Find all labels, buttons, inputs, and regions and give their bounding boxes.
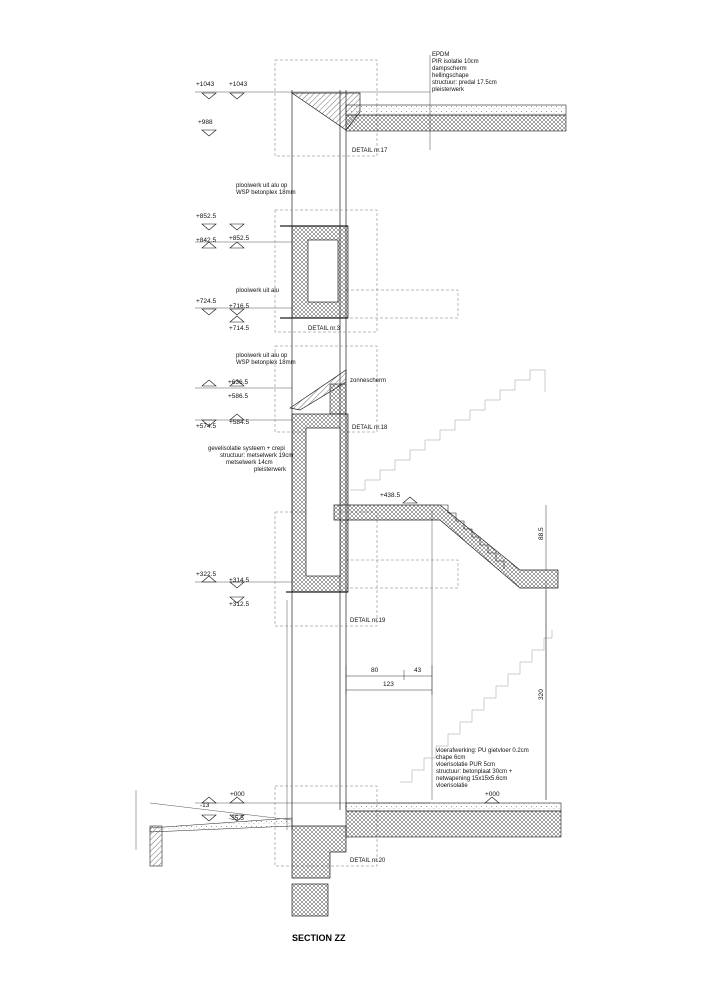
window-block-1 [280,225,349,319]
note-floor: vloerafwerking: PU gietvloer 0.2cm chape… [436,748,529,789]
note-facade: gevelisolatie systeem + crepi structuur:… [208,446,293,473]
roof-spec-3: dampscherm [432,66,467,72]
dim-80: 80 [371,667,379,674]
level-right-8525: +852.5 [229,235,249,242]
roof-spec-2: PIR isolatie 10cm [432,59,479,65]
roof-spec-6: pleisterwerk [432,87,465,93]
level-right-5845: +584.5 [229,419,249,426]
level-left-988: +988 [198,119,213,126]
note-plate-top-2: WSP betonplex 18mm [236,190,296,196]
level-markers [201,92,500,822]
note-facade-1: gevelisolatie systeem + crepi [208,446,285,452]
level-right-3125: +312.5 [229,601,249,608]
window-block-2 [286,369,349,593]
level-left-8425: +842.5 [196,237,216,244]
level-floor-000: +000 [485,791,500,798]
roof-spec-5: structuur: predal 17.5cm [432,80,497,86]
roof-spec-1: EPDM [432,52,449,58]
note-floor-2: chape 6cm [436,755,465,761]
note-plate-top-1: plooiwerk uit alu op [236,183,288,189]
level-left-8525: +852.5 [196,213,216,220]
roof-spec-4: hellingschape [432,73,469,79]
detail-label-19: DETAIL nr.19 [350,618,386,624]
page-title: SECTION ZZ [292,933,346,943]
detail-label-18: DETAIL nr.18 [352,425,388,431]
stairs-upper [333,369,559,589]
note-sunscreen: zonnescherm [350,378,386,384]
dim-123: 123 [383,681,394,688]
detail-label-20: DETAIL nr.20 [350,858,386,864]
level-right-1043: +1043 [229,81,248,88]
roof-spec: EPDM PIR isolatie 10cm dampscherm hellin… [432,52,497,93]
level-left-5865: +586.5 [228,393,248,400]
note-floor-1: vloerafwerking: PU gietvloer 0.2cm [436,748,529,754]
dim-885: 88.5 [538,527,545,540]
note-facade-2: structuur: metselwerk 19cm [220,453,293,459]
note-facade-4: pleisterwerk [254,467,287,473]
level-left-1043: +1043 [196,81,215,88]
detail-label-17: DETAIL nr.17 [352,148,388,154]
level-right-7145: +714.5 [229,325,249,332]
level-left-3225: +322.5 [196,571,216,578]
dim-320: 320 [538,689,545,700]
dimension-lines [345,505,547,800]
level-left-6365: +636.5 [228,379,248,386]
note-floor-4: structuur: betonplaat 30cm + [436,769,513,775]
note-floor-3: vloerisolatie PUR 5cm [436,762,495,768]
detail-label-3: DETAIL nr.3 [308,326,341,332]
level-right-355: -35.5 [229,815,244,822]
level-left-7245: +724.5 [196,298,216,305]
level-right-7165: +716.5 [229,303,249,310]
roof [290,55,567,150]
level-right-3145: +314.5 [229,577,249,584]
level-left-5745: +574.5 [196,423,216,430]
dim-43: 43 [414,667,422,674]
stairs-lower [400,630,553,783]
note-plate-low-2: WSP betonplex 18mm [236,360,296,366]
level-left-000: +000 [230,791,245,798]
note-plate-low-1: plooiwerk uit alu op [236,353,288,359]
note-floor-5: netwapening 15x15x5.6cm [436,776,507,782]
level-stairs-4385: +438.5 [380,492,400,499]
note-floor-6: vloerisolatie [436,783,468,789]
ground-floor [135,790,562,917]
note-facade-3: metselwerk 14cm [226,460,273,466]
level-left-13: -13 [200,802,210,809]
note-plate-mid: plooiwerk uit alu [236,288,279,294]
